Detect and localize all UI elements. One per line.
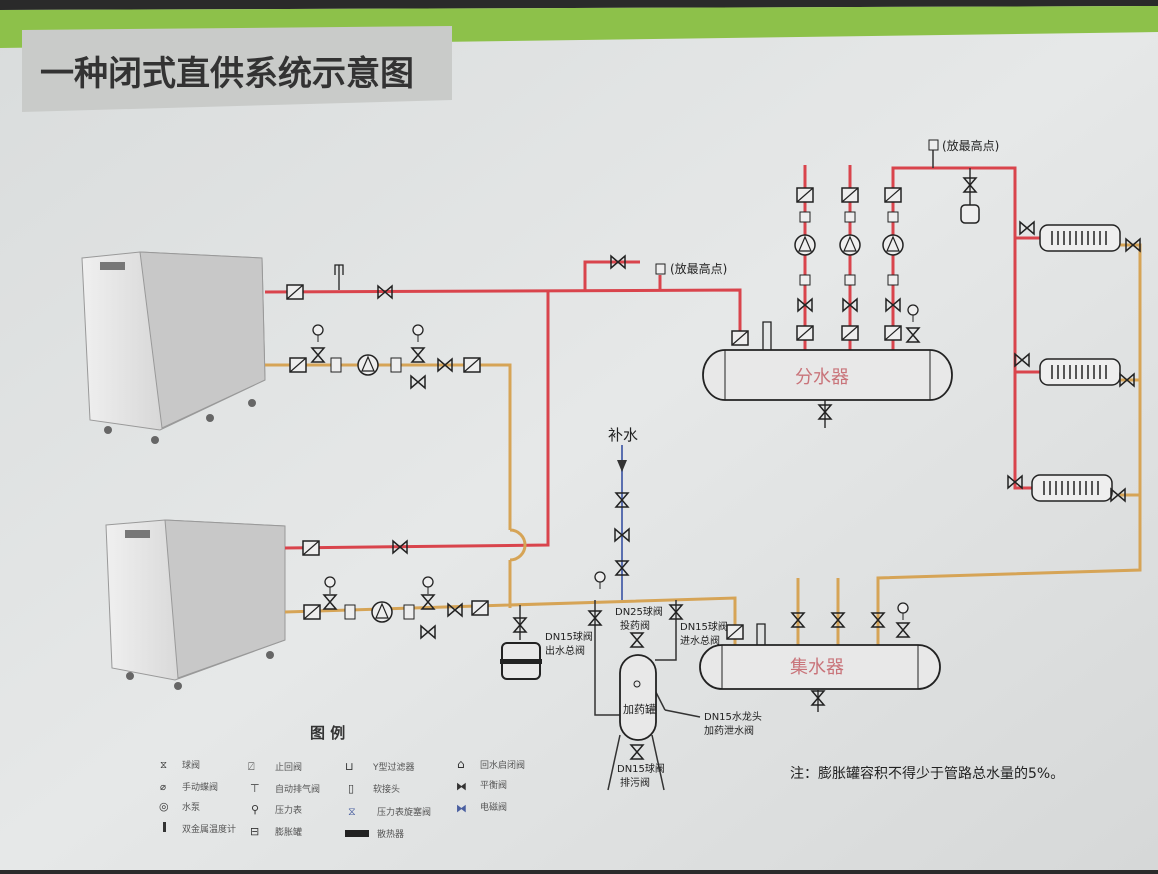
paper-page <box>0 6 1158 870</box>
legend-radiator: 散热器 <box>377 828 404 840</box>
legend-ball-valve: 球阀 <box>182 759 200 771</box>
pump-icon <box>371 601 393 623</box>
y-strainer-icon <box>471 600 489 616</box>
dn15-inlet-label-2: 进水总阀 <box>680 634 720 647</box>
svg-text:⊤: ⊤ <box>250 782 260 795</box>
dn15-outlet-label: DN15球阀 <box>545 630 593 643</box>
svg-text:⧖: ⧖ <box>160 760 167 771</box>
svg-text:⊔: ⊔ <box>345 760 354 773</box>
legend-butterfly-valve: 手动蝶阀 <box>182 781 218 793</box>
svg-text:⍁: ⍁ <box>248 760 255 773</box>
legend-flex-joint: 软接头 <box>373 783 400 795</box>
y-strainer-icon <box>463 357 481 373</box>
legend: ⧖ 球阀 ⌀ 手动蝶阀 ◎ 水泵 双金属温度计 ⍁ 止回阀 ⊤ 自动排气阀 ⚲ 压力表 ⊟ 膨… <box>159 757 525 840</box>
legend-pump: 水泵 <box>182 801 200 813</box>
radiator-3 <box>1031 474 1113 502</box>
legend-y-strainer: Y型过滤器 <box>372 761 415 773</box>
page-title: 一种闭式直供系统示意图 <box>40 54 414 94</box>
radiator-2 <box>1039 358 1121 386</box>
thermometer-icon <box>334 264 344 290</box>
soft-joint-icon <box>726 624 744 640</box>
legend-pressure-gauge: 压力表 <box>275 804 302 816</box>
note: 注：膨胀罐容积不得少于管路总水量的5%。 <box>790 765 1064 782</box>
svg-text:▯: ▯ <box>348 782 354 795</box>
legend-return-shutoff: 回水启闭阀 <box>480 759 525 771</box>
svg-text:⧖: ⧖ <box>348 805 356 818</box>
radiator-1 <box>1039 224 1121 252</box>
dn15-drain-label-2: 排污阀 <box>620 776 650 789</box>
svg-text:⧓: ⧓ <box>456 802 467 815</box>
dosing-tank-label: 加药罐 <box>623 703 656 716</box>
expansion-tank-small-icon <box>960 204 980 224</box>
distributor-label: 分水器 <box>795 367 849 388</box>
soft-joint-icon <box>303 604 321 620</box>
dn25-label-2: 投药阀 <box>620 619 650 632</box>
soft-joint-icon <box>286 284 304 300</box>
title-box <box>22 26 452 112</box>
collector-label: 集水器 <box>790 657 844 678</box>
thermometer-icon <box>756 623 766 648</box>
auto-air-vent-icon <box>928 139 939 151</box>
svg-text:◎: ◎ <box>159 800 169 813</box>
dn25-label: DN25球阀 <box>615 605 663 618</box>
vent-label-1: (放最高点) <box>670 261 727 276</box>
legend-gauge-cock: 压力表旋塞阀 <box>377 806 431 818</box>
boiler-1 <box>81 251 266 444</box>
flex-connector-icon <box>390 357 402 373</box>
makeup-water-label: 补水 <box>608 426 638 444</box>
legend-title: 图 例 <box>310 724 345 742</box>
legend-check-valve: 止回阀 <box>275 761 302 773</box>
auto-air-vent-icon <box>655 263 666 275</box>
svg-text:⊟: ⊟ <box>250 825 259 838</box>
dn15-outlet-label-2: 出水总阀 <box>545 644 585 657</box>
legend-thermometer: 双金属温度计 <box>182 823 236 835</box>
dn15-tap-label-2: 加药泄水阀 <box>704 724 754 737</box>
dn15-drain-label: DN15球阀 <box>617 762 665 775</box>
flex-connector-icon <box>330 357 342 373</box>
legend-balance-valve: 平衡阀 <box>480 779 507 791</box>
flex-connector-icon <box>403 604 415 620</box>
svg-text:⧓: ⧓ <box>456 780 467 793</box>
dosing-tank <box>619 654 657 741</box>
dn15-inlet-label: DN15球阀 <box>680 620 728 633</box>
legend-solenoid-valve: 电磁阀 <box>480 801 507 813</box>
flex-connector-icon <box>344 604 356 620</box>
legend-expansion-tank: 膨胀罐 <box>275 826 302 838</box>
legend-auto-air-vent: 自动排气阀 <box>275 783 320 795</box>
svg-text:⌂: ⌂ <box>457 757 465 771</box>
svg-text:⌀: ⌀ <box>160 782 166 793</box>
soft-joint-icon <box>302 540 320 556</box>
svg-text:⚲: ⚲ <box>251 803 259 816</box>
dn15-tap-label: DN15水龙头 <box>704 710 762 723</box>
distributor-branches <box>731 187 920 350</box>
soft-joint-icon <box>289 357 307 373</box>
boiler-2 <box>105 519 286 690</box>
vent-label-2: (放最高点) <box>942 138 999 153</box>
pump-icon <box>357 354 379 376</box>
arrow-down-icon <box>617 460 627 472</box>
